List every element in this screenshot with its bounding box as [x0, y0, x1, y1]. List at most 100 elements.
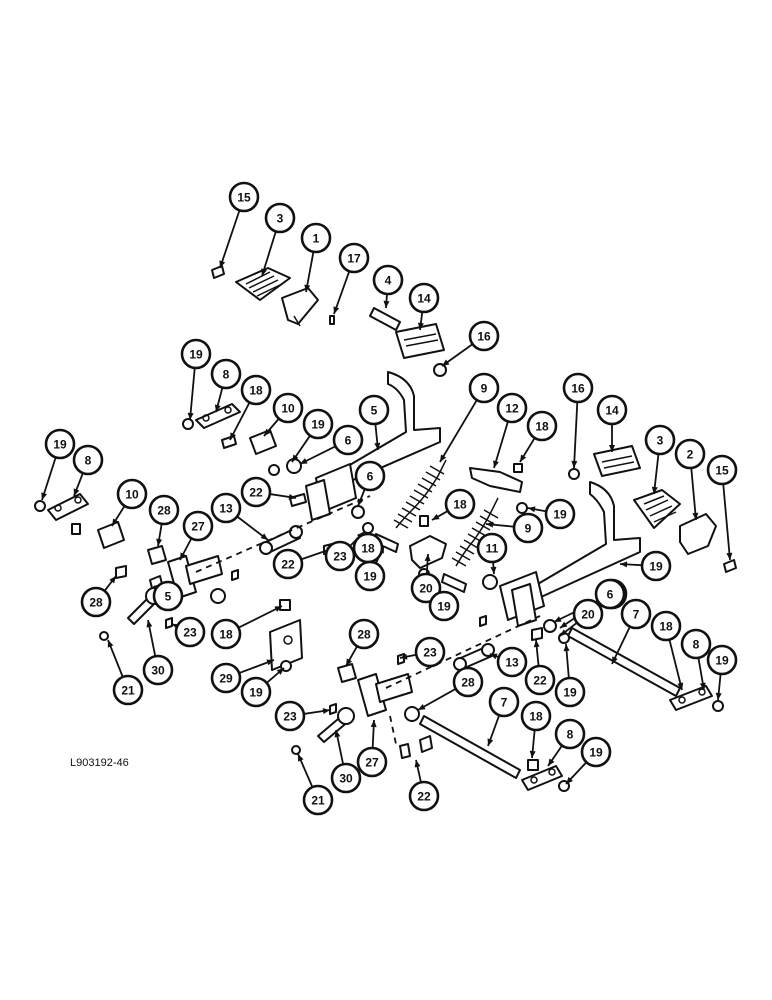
callout-bubble: 22	[408, 780, 440, 812]
callout-bubble: 19	[428, 590, 460, 622]
callout-circle	[410, 572, 442, 604]
leader-arrowhead	[214, 404, 221, 412]
callout-label: 22	[281, 558, 295, 572]
leader-arrowhead	[493, 460, 499, 468]
leader-line	[439, 399, 478, 463]
callout-bubble: 19	[640, 550, 672, 582]
rubber-pad-part-14b	[593, 445, 641, 477]
pin-part-4	[369, 307, 401, 331]
bushing-part-28c	[337, 663, 357, 683]
leader-arrowhead	[109, 576, 116, 584]
callout-label: 19	[249, 686, 263, 700]
leader-arrowhead	[274, 606, 282, 612]
callout-circle	[496, 392, 528, 424]
leader-lines	[41, 209, 733, 788]
rod-part-7	[567, 627, 681, 697]
leader-arrowhead	[440, 454, 447, 462]
leader-arrowhead	[432, 513, 440, 520]
callout-label: 27	[191, 520, 205, 534]
callout-bubble: 19	[354, 560, 386, 592]
callout-circle	[408, 282, 440, 314]
callout-label: 19	[437, 600, 451, 614]
callout-bubble: 8	[210, 358, 242, 390]
leader-arrowhead	[333, 306, 340, 314]
bushing-part-6c	[482, 574, 498, 590]
leader-arrowhead	[529, 750, 536, 758]
rod-part-30b	[317, 707, 355, 743]
leader-arrowhead	[560, 621, 568, 628]
callout-label: 9	[525, 522, 532, 536]
callout-label: 6	[345, 434, 352, 448]
callout-circle	[228, 181, 260, 213]
bolt-part-18	[221, 435, 237, 449]
leader-arrowhead	[187, 412, 194, 420]
plate-part-8c	[47, 493, 89, 521]
callout-bubble: 5	[358, 394, 390, 426]
callout-label: 18	[535, 420, 549, 434]
leader-arrowhead	[346, 658, 353, 666]
leader-arrowhead	[612, 656, 618, 664]
bushing-part-28b	[210, 588, 226, 604]
callout-bubble: 28	[148, 494, 180, 526]
link-part-13b	[453, 643, 495, 671]
leader-arrowhead	[554, 616, 562, 622]
callout-label: 19	[563, 686, 577, 700]
callout-circle	[644, 424, 676, 456]
nut-part-19b	[268, 464, 280, 476]
bolt-part-18d	[71, 523, 81, 535]
screw-part-15	[211, 265, 225, 279]
callout-label: 30	[339, 772, 353, 786]
nut-part-19	[182, 418, 194, 430]
callout-label: 19	[553, 508, 567, 522]
callout-bubble: 7	[620, 598, 652, 630]
leader-arrowhead	[374, 442, 381, 450]
callout-label: 22	[533, 674, 547, 688]
callout-circle	[210, 618, 242, 650]
callout-circle	[180, 338, 212, 370]
callout-label: 7	[633, 608, 640, 622]
clip-part-23f	[329, 703, 337, 715]
callout-circle	[620, 598, 652, 630]
callout-bubble: 1	[300, 222, 332, 254]
callout-bubble: 23	[324, 540, 356, 572]
nut-part-19c	[516, 502, 528, 514]
callout-label: 16	[571, 382, 585, 396]
callout-bubble: 7	[488, 686, 520, 718]
callout-circle	[680, 628, 712, 660]
leader-arrowhead	[230, 432, 236, 440]
callout-label: 5	[371, 404, 378, 418]
callout-circle	[414, 636, 446, 668]
bracket-part-11	[409, 535, 447, 569]
callout-bubble: 8	[72, 444, 104, 476]
pin-part-22e	[399, 743, 411, 759]
callout-circle	[274, 700, 306, 732]
callout-bubble: 11	[476, 532, 508, 564]
callout-bubble: 15	[228, 181, 260, 213]
callout-bubble: 19	[302, 408, 334, 440]
callout-label: 18	[529, 710, 543, 724]
leader-arrowhead	[651, 486, 658, 494]
leader-arrowhead	[266, 659, 274, 666]
callout-bubble: 28	[452, 666, 484, 698]
nut-part-16b	[568, 468, 580, 480]
callout-bubble: 28	[348, 618, 380, 650]
callout-label: 19	[589, 746, 603, 760]
callout-label: 14	[605, 404, 619, 418]
callout-circle	[116, 478, 148, 510]
callout-label: 8	[567, 728, 574, 742]
leader-arrowhead	[490, 566, 497, 574]
callout-label: 8	[85, 454, 92, 468]
callout-bubble: 18	[444, 488, 476, 520]
leader-arrowhead	[609, 445, 615, 452]
callout-circle	[554, 718, 586, 750]
callout-bubble: 30	[330, 762, 362, 794]
callout-label: 19	[311, 418, 325, 432]
callout-label: 13	[219, 502, 233, 516]
callout-bubble: 19	[706, 644, 738, 676]
callout-label: 29	[219, 672, 233, 686]
callout-circle	[348, 618, 380, 650]
callout-bubble: 18	[526, 410, 558, 442]
clip-part-23	[165, 617, 173, 629]
nut-part-19g	[712, 700, 724, 712]
